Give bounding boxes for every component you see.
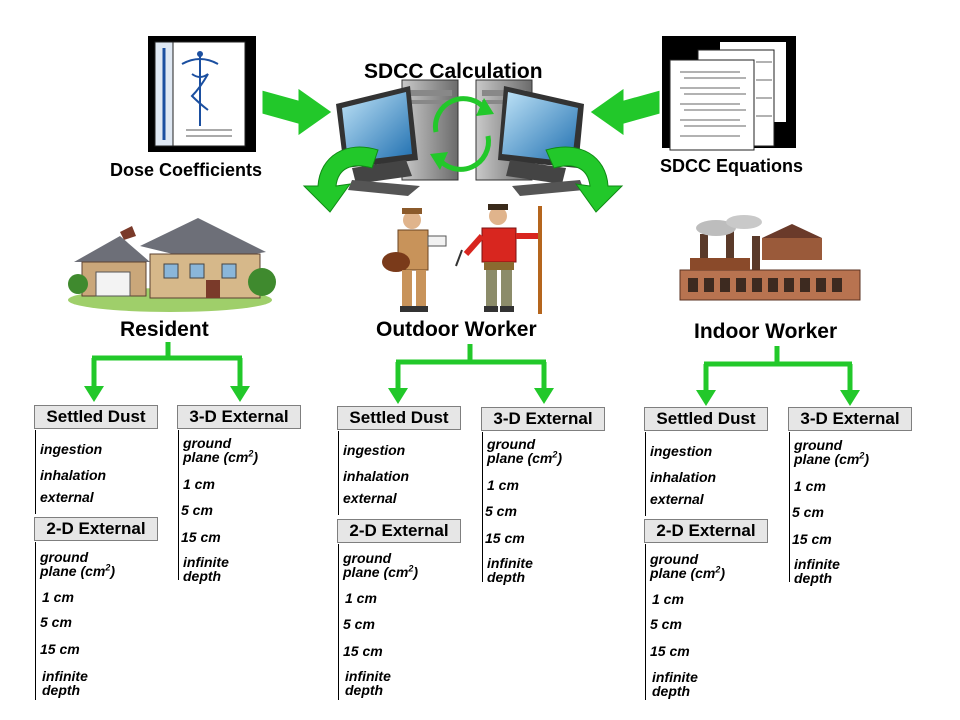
external-2d-box: 2-D External: [644, 519, 768, 543]
external-2d-box: 2-D External: [34, 517, 158, 541]
list-item: 1 cm: [794, 478, 826, 494]
sdcc-equations-sheet-icon: [662, 36, 796, 151]
list-item: ground plane (cm2): [40, 549, 116, 579]
list-item: 1 cm: [42, 589, 74, 605]
list-item: ground plane (cm2): [487, 436, 563, 466]
list-item: 1 cm: [652, 591, 684, 607]
list-item: ground plane (cm2): [794, 437, 870, 467]
list-item: external: [40, 489, 94, 505]
list-item: 15 cm: [40, 641, 80, 657]
sdcc-equations-label: SDCC Equations: [660, 156, 804, 176]
list-item: 15 cm: [650, 643, 690, 659]
list-item: 15 cm: [181, 529, 221, 545]
list-item: infinite depth: [794, 556, 840, 586]
external-3d-box: 3-D External: [481, 407, 605, 431]
bracket-line: [645, 544, 646, 700]
list-item: infinite depth: [652, 669, 698, 699]
bracket-line: [35, 542, 36, 700]
computer-left-icon: [336, 79, 459, 196]
list-item: 15 cm: [792, 531, 832, 547]
bracket-line: [338, 544, 339, 700]
bracket-line: [482, 432, 483, 582]
list-item: 5 cm: [40, 614, 72, 630]
list-item: 1 cm: [487, 477, 519, 493]
outdoor-workers-illustration: [382, 204, 542, 314]
external-3d-box: 3-D External: [177, 405, 301, 429]
list-item: 5 cm: [343, 616, 375, 632]
tree-connectors: [84, 342, 860, 406]
sdcc-calculation-title: SDCC Calculation: [364, 60, 543, 83]
list-item: external: [343, 490, 397, 506]
curved-arrow-down-left-icon: [302, 146, 379, 213]
list-item: infinite depth: [42, 668, 88, 698]
list-item: ground plane (cm2): [343, 550, 419, 580]
list-item: inhalation: [40, 467, 107, 483]
external-3d-box: 3-D External: [788, 407, 912, 431]
settled-dust-box: Settled Dust: [34, 405, 158, 429]
computer-right-icon: [475, 79, 584, 196]
list-item: 5 cm: [485, 503, 517, 519]
receptor-title-outdoor-worker: Outdoor Worker: [376, 318, 537, 341]
list-item: 5 cm: [650, 616, 682, 632]
bracket-line: [35, 430, 36, 514]
list-item: inhalation: [343, 468, 410, 484]
list-item: ingestion: [343, 442, 406, 458]
list-item: infinite depth: [345, 668, 391, 698]
arrow-right-icon: [261, 87, 333, 137]
receptor-title-indoor-worker: Indoor Worker: [694, 320, 838, 343]
list-item: 5 cm: [792, 504, 824, 520]
list-item: ground plane (cm2): [183, 435, 259, 465]
dose-coefficients-book-icon: [148, 36, 256, 152]
list-item: inhalation: [650, 469, 717, 485]
curved-arrow-down-right-icon: [545, 146, 624, 213]
dose-coefficients-label: Dose Coefficients: [110, 160, 263, 180]
list-item: infinite depth: [183, 554, 229, 584]
external-2d-box: 2-D External: [337, 519, 461, 543]
settled-dust-box: Settled Dust: [644, 407, 768, 431]
list-item: 15 cm: [343, 643, 383, 659]
receptor-title-resident: Resident: [120, 318, 209, 341]
cycle-arrows-icon: [430, 96, 494, 172]
list-item: ingestion: [650, 443, 713, 459]
list-item: ground plane (cm2): [650, 551, 726, 581]
arrow-left-icon: [589, 87, 661, 137]
list-item: 5 cm: [181, 502, 213, 518]
bracket-line: [645, 432, 646, 516]
settled-dust-box: Settled Dust: [337, 406, 461, 430]
list-item: 1 cm: [183, 476, 215, 492]
list-item: infinite depth: [487, 555, 533, 585]
bracket-line: [789, 432, 790, 582]
list-item: external: [650, 491, 704, 507]
factory-illustration: [679, 215, 861, 301]
house-illustration: [68, 218, 276, 312]
list-item: 15 cm: [485, 530, 525, 546]
bracket-line: [178, 430, 179, 580]
list-item: 1 cm: [345, 590, 377, 606]
list-item: ingestion: [40, 441, 103, 457]
bracket-line: [338, 431, 339, 515]
